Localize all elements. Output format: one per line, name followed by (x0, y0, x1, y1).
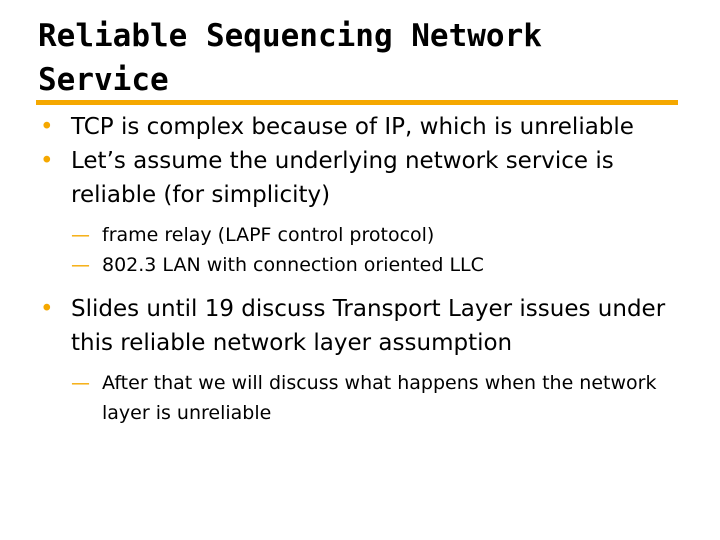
dash-icon: — (71, 224, 90, 246)
sub-bullet-item: — frame relay (LAPF control protocol) (71, 220, 700, 250)
bullet-text: Slides until 19 discuss Transport Layer … (71, 296, 666, 356)
title-underline-rule (36, 100, 678, 105)
bullet-text: TCP is complex because of IP, which is u… (71, 114, 634, 140)
bullet-item: • Let’s assume the underlying network se… (40, 144, 700, 212)
bullet-item: • Slides until 19 discuss Transport Laye… (40, 292, 700, 360)
dash-icon: — (71, 254, 90, 276)
bullet-icon: • (40, 114, 54, 140)
sub-bullet-item: — After that we will discuss what happen… (71, 368, 700, 428)
bullet-item: • TCP is complex because of IP, which is… (40, 110, 700, 144)
sub-bullet-text: frame relay (LAPF control protocol) (102, 224, 435, 246)
sub-bullet-item: — 802.3 LAN with connection oriented LLC (71, 250, 700, 280)
slide-body: • TCP is complex because of IP, which is… (40, 110, 700, 428)
bullet-icon: • (40, 296, 54, 322)
bullet-icon: • (40, 148, 54, 174)
sub-bullet-text: After that we will discuss what happens … (102, 372, 657, 424)
dash-icon: — (71, 372, 90, 394)
sub-bullet-text: 802.3 LAN with connection oriented LLC (102, 254, 484, 276)
bullet-text: Let’s assume the underlying network serv… (71, 148, 614, 208)
slide-title: Reliable Sequencing Network Service (38, 18, 542, 98)
